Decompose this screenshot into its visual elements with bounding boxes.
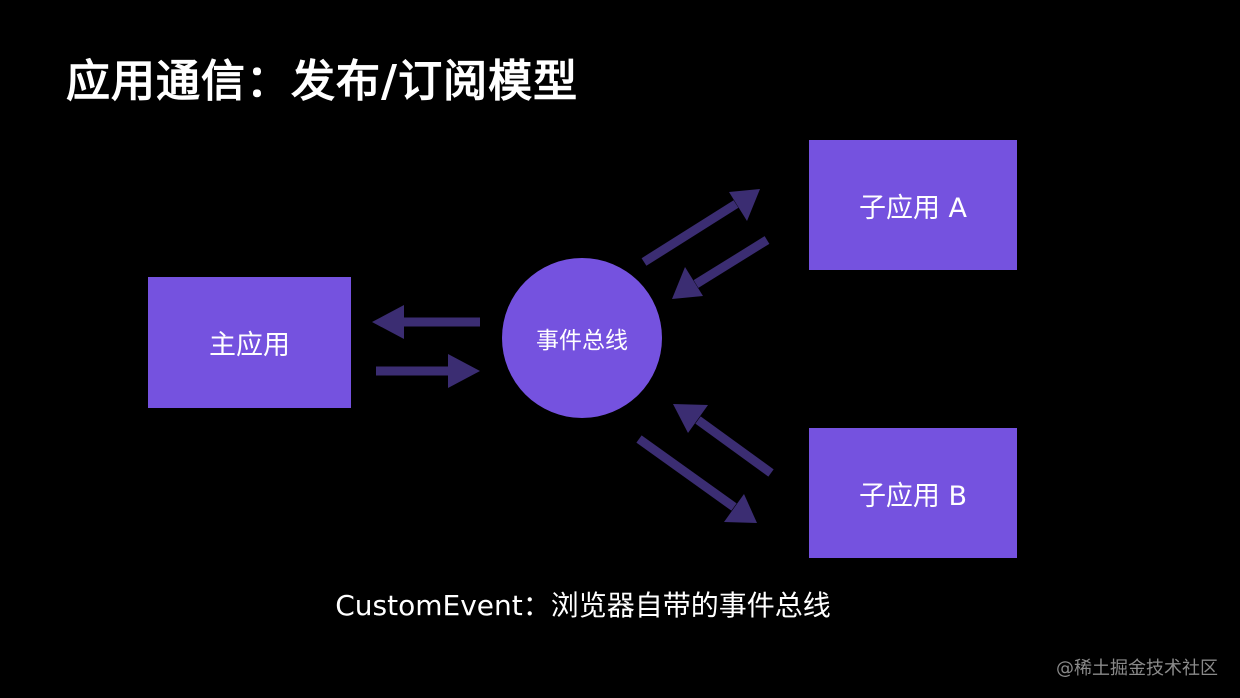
arrow-app-a-to-bus	[672, 236, 770, 299]
sub-app-b-box: 子应用 B	[809, 428, 1017, 558]
sub-app-b-label: 子应用 B	[858, 480, 968, 512]
main-app-box: 主应用	[148, 277, 351, 408]
sub-app-a-box: 子应用 A	[809, 140, 1017, 270]
arrow-bus-to-app-b	[636, 435, 757, 523]
caption: CustomEvent：浏览器自带的事件总线	[335, 589, 831, 622]
sub-app-a-label: 子应用 A	[858, 192, 968, 224]
event-bus-label: 事件总线	[536, 328, 628, 354]
watermark: @稀土掘金技术社区	[1056, 658, 1218, 679]
arrow-main-to-bus	[376, 354, 480, 388]
arrow-bus-to-app-a	[641, 189, 760, 266]
event-bus-circle: 事件总线	[502, 258, 662, 418]
arrow-app-b-to-bus	[673, 404, 774, 477]
arrow-bus-to-main	[372, 305, 480, 339]
main-app-label: 主应用	[209, 330, 290, 361]
page-title: 应用通信：发布/订阅模型	[66, 56, 579, 107]
